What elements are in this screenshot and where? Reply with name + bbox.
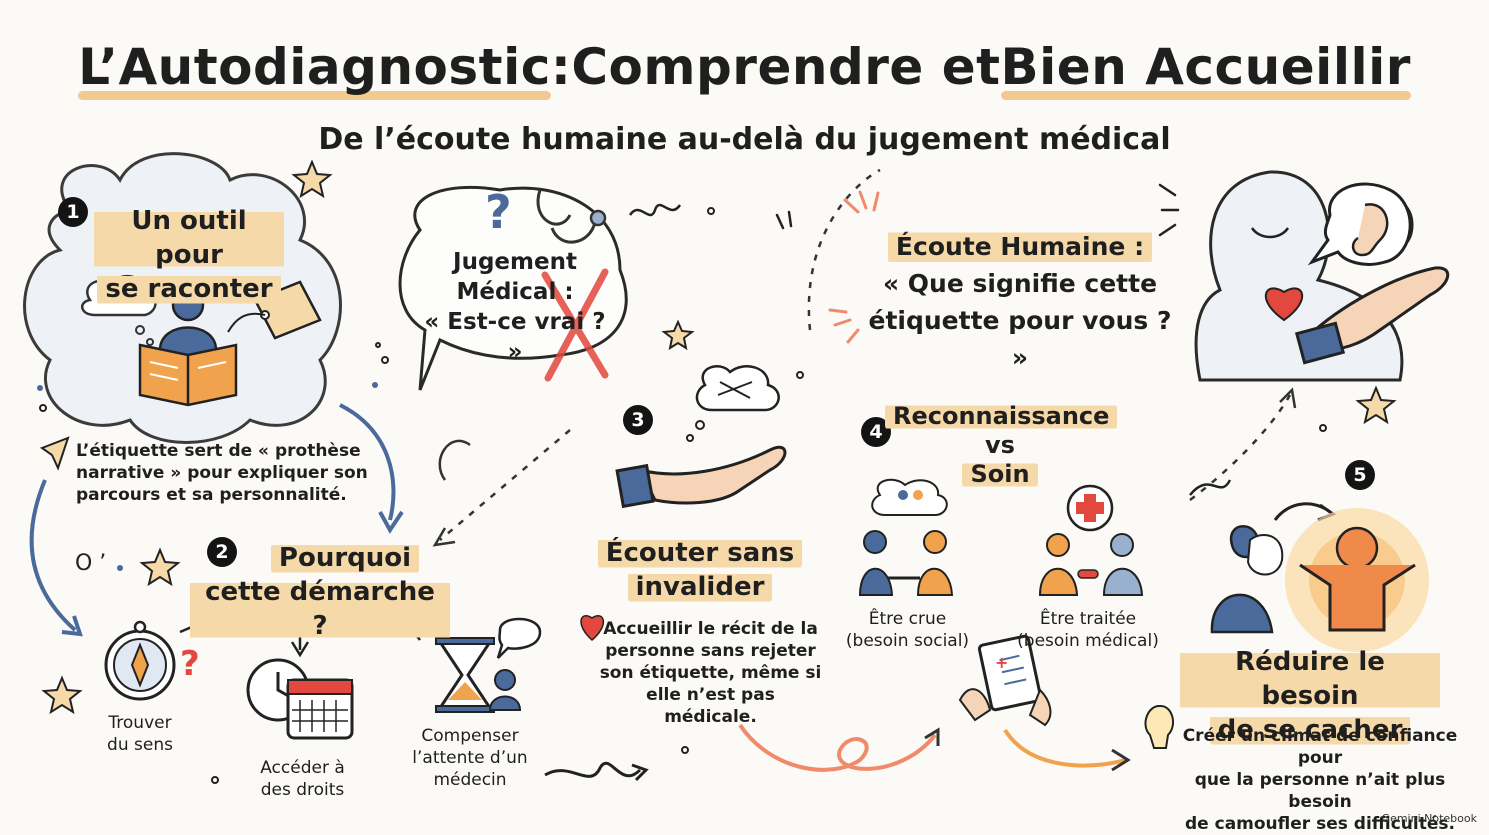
credit-label: Gemini Notebook <box>1381 812 1477 825</box>
section4-left-line1: Être crue <box>868 609 947 629</box>
section3-text-line3: son étiquette, même si <box>599 663 822 683</box>
svg-text:+: + <box>995 653 1008 672</box>
title-separator: : <box>550 38 572 96</box>
section4-title-line1: Reconnaissance <box>885 402 1118 431</box>
star-icon <box>1355 385 1397 425</box>
reason-find-meaning: Trouver du sens <box>85 712 195 756</box>
reason-compensate-wait: Compenser l’attente d’un médecin <box>400 725 540 791</box>
section4-title-line3: Soin <box>962 460 1038 489</box>
judgment-line1: Jugement <box>453 249 577 275</box>
section3-text: Accueillir le récit de la personne sans … <box>598 618 823 728</box>
section4-title-line2: vs <box>985 431 1015 459</box>
star-icon <box>41 675 83 715</box>
page-title: L’Autodiagnostic : Comprendre et Bien Ac… <box>0 38 1489 100</box>
section3-title: Écouter sans invalider <box>590 536 810 604</box>
section1-text-line2: narrative » pour expliquer son <box>76 463 368 483</box>
listening-line2: « Que signifie cette <box>882 269 1158 298</box>
page-subtitle: De l’écoute humaine au-delà du jugement … <box>318 122 1171 157</box>
star-icon <box>661 319 695 351</box>
section4-right-line1: Être traitée <box>1039 609 1137 629</box>
section5-title: Réduire le besoin de se cacher <box>1180 645 1440 747</box>
reason1-line1: Trouver <box>108 713 172 733</box>
star-icon <box>291 159 333 199</box>
star-icon <box>139 547 181 587</box>
listening-text: Écoute Humaine : « Que signifie cette ét… <box>860 228 1180 376</box>
section3-title-line1: Écouter sans <box>597 536 803 570</box>
reason-access-rights: Accéder à des droits <box>240 757 365 801</box>
question-mark-icon: ? <box>485 185 512 239</box>
listening-line3: étiquette pour vous ? » <box>868 306 1172 372</box>
section5-text-line2: que la personne n’ait plus besoin <box>1194 770 1446 812</box>
step-number-3: 3 <box>623 405 653 435</box>
chat-bubble-icon <box>496 617 542 659</box>
section1-text: L’étiquette sert de « prothèse narrative… <box>76 440 376 506</box>
section3-title-line2: invalider <box>627 570 773 604</box>
heart-icon <box>580 615 604 641</box>
section5-text: Créer un climat de confiance pour que la… <box>1170 725 1470 835</box>
section1-text-line1: L’étiquette sert de « prothèse <box>76 441 361 461</box>
section2-title-line1: Pourquoi <box>270 541 420 575</box>
red-x-icon <box>541 268 609 382</box>
treated-medical-need: Être traitée (besoin médical) <box>1013 608 1163 652</box>
lightbulb-icon <box>1144 705 1175 749</box>
step-number-1: 1 <box>58 197 88 227</box>
paper-plane-icon <box>39 436 70 471</box>
section5-title-line2: de se cacher <box>1209 713 1411 747</box>
title-part3: Bien Accueillir <box>1000 38 1412 100</box>
judgment-line3: « Est-ce vrai ? » <box>424 309 606 365</box>
section3-text-line1: Accueillir le récit de la <box>603 619 818 639</box>
step-number-2: 2 <box>207 537 237 567</box>
judgment-bubble-text: Jugement Médical : « Est-ce vrai ? » <box>415 247 615 367</box>
judgment-line2: Médical : <box>456 279 574 305</box>
question-mark-icon: ? <box>180 644 200 684</box>
step-number-5: 5 <box>1345 460 1375 490</box>
happy-person <box>1299 563 1416 632</box>
title-part2: Comprendre et <box>571 38 1001 96</box>
stethoscope-icon <box>536 189 597 244</box>
title-part1: L’Autodiagnostic <box>78 38 551 100</box>
open-hand-icon <box>637 445 787 505</box>
section1-title: Un outil pour se raconter <box>94 204 284 306</box>
clipboard-icon <box>977 634 1043 712</box>
svg-text:O ’: O ’ <box>75 551 106 576</box>
reason2-line2: des droits <box>260 780 345 800</box>
section3-text-line2: personne sans rejeter <box>605 641 816 661</box>
section5-text-line1: Créer un climat de confiance pour <box>1182 726 1458 768</box>
masked-person <box>1210 593 1274 634</box>
reason3-line3: médecin <box>433 770 507 790</box>
section4-left-line2: (besoin social) <box>845 631 970 651</box>
reason3-line2: l’attente d’un <box>412 748 528 768</box>
reason3-line1: Compenser <box>421 726 519 746</box>
heart-icon <box>1264 287 1304 322</box>
section4-title: Reconnaissance vs Soin <box>885 402 1118 489</box>
section5-title-line1: Réduire le besoin <box>1180 645 1440 713</box>
section1-text-line3: parcours et sa personnalité. <box>76 485 347 505</box>
listening-line1: Écoute Humaine : <box>887 228 1153 265</box>
mask-icon <box>1246 533 1284 576</box>
section1-title-line1: Un outil pour <box>94 204 284 272</box>
section5-text-line3: de camoufler ses difficultés. <box>1185 814 1455 834</box>
open-hand-icon <box>1313 266 1449 352</box>
believed-social-need: Être crue (besoin social) <box>840 608 975 652</box>
ear-icon <box>1351 203 1389 257</box>
reason1-line2: du sens <box>107 735 173 755</box>
section3-text-line4: elle n’est pas médicale. <box>646 685 775 727</box>
section2-title: Pourquoi cette démarche ? <box>190 541 450 643</box>
reason2-line1: Accéder à <box>260 758 345 778</box>
section1-title-line2: se raconter <box>97 272 281 306</box>
section2-title-line2: cette démarche ? <box>190 575 450 643</box>
section4-right-line2: (besoin médical) <box>1017 631 1159 651</box>
